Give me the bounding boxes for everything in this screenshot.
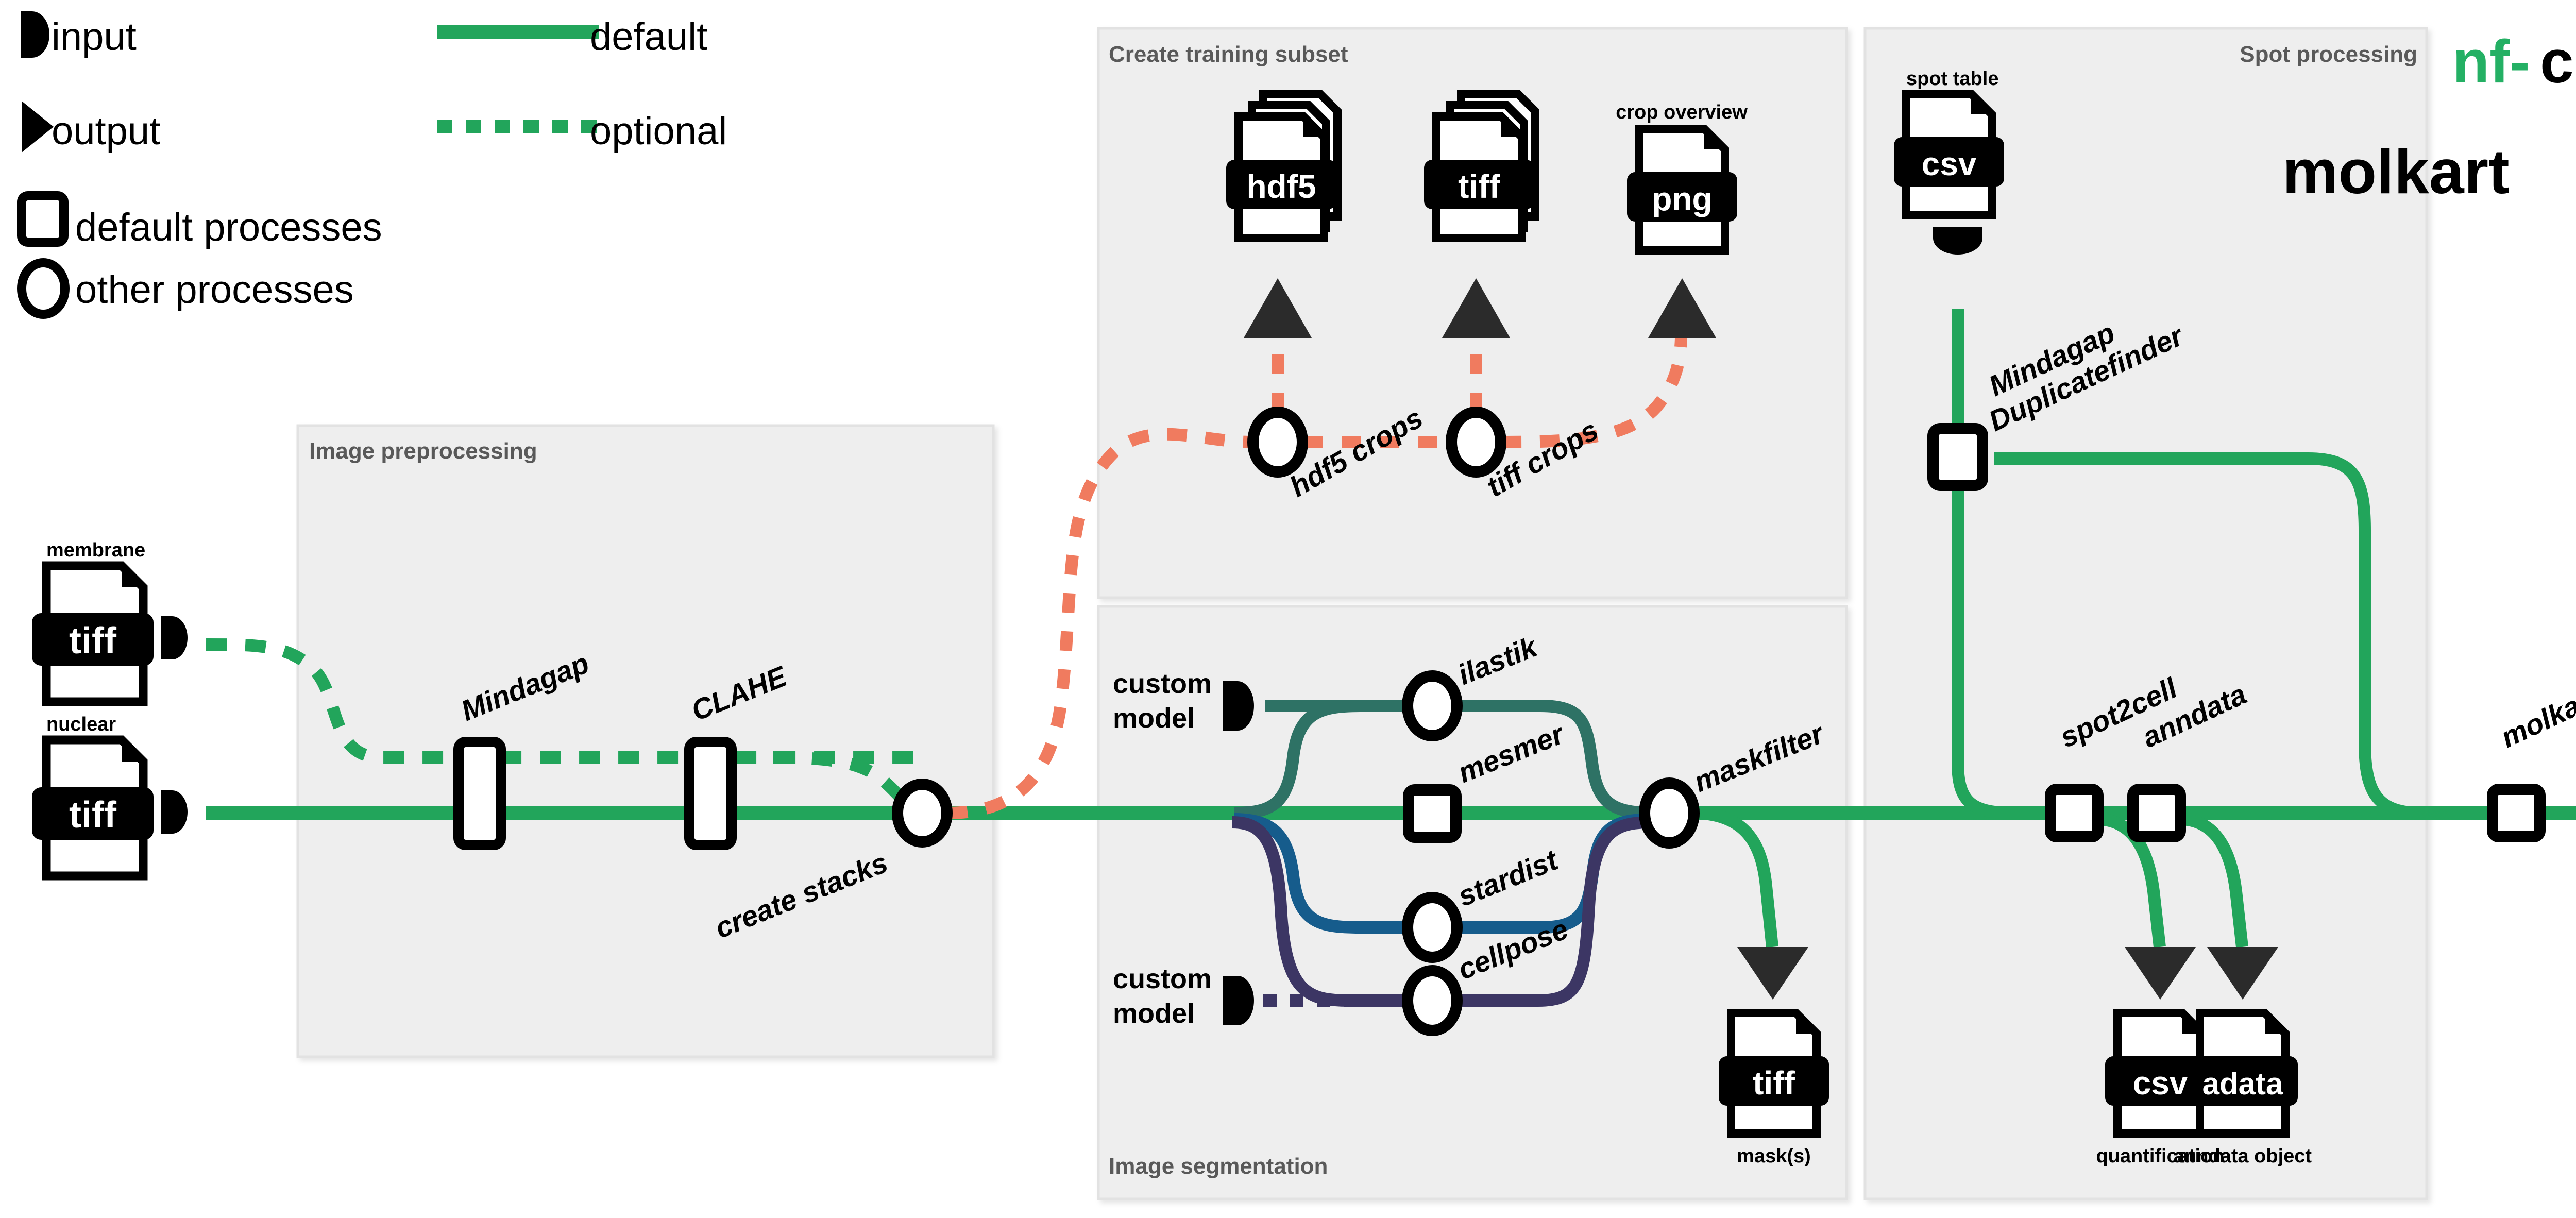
- output-file-tiff-crops[interactable]: tiff: [1424, 90, 1539, 242]
- file-ext-hdf5: hdf5: [1246, 168, 1316, 205]
- panel-image-preprocessing: [296, 424, 995, 1058]
- legend-label-optional-line: optional: [590, 109, 727, 153]
- output-arrow-anndata-object: [2207, 947, 2278, 1000]
- input-cap-nuclear: [161, 790, 188, 834]
- output-label-masks: mask(s): [1737, 1145, 1811, 1167]
- output-label-quantification: quantification: [2096, 1145, 2224, 1167]
- logo-text-nf: nf-: [2452, 28, 2530, 96]
- output-file-masks[interactable]: tiff mask(s): [1719, 1009, 1829, 1167]
- output-arrow-quantification: [2125, 947, 2196, 1000]
- input-label-custom-model-ilastik-line2: model: [1113, 703, 1195, 734]
- input-label-custom-model-cellpose-line1: custom: [1113, 963, 1212, 994]
- panel-title-spot-processing: Spot processing: [2240, 42, 2417, 67]
- process-clahe[interactable]: CLAHE: [684, 659, 792, 850]
- input-file-membrane[interactable]: membrane tiff: [32, 539, 188, 706]
- edge-stardist-branch: [1233, 813, 1406, 934]
- logo-text-molkart: molkart: [2282, 137, 2510, 207]
- legend: input output default processes other pro…: [17, 11, 727, 319]
- output-label-crop-overview: crop overview: [1616, 102, 1748, 123]
- process-mindagap[interactable]: Mindagap: [453, 647, 594, 850]
- file-ext-membrane: tiff: [69, 620, 117, 662]
- input-file-nuclear[interactable]: nuclear tiff: [32, 714, 188, 881]
- file-ext-tiff-crops: tiff: [1458, 168, 1500, 205]
- input-custom-model-cellpose[interactable]: custom model: [1113, 963, 1254, 1029]
- process-label-cellpose: cellpose: [1453, 912, 1572, 986]
- edge-duplicatefinder-down-to-spine: [1952, 459, 2071, 819]
- panel-title-create-training-subset: Create training subset: [1109, 42, 1348, 67]
- process-hdf5-crops[interactable]: hdf5 crops: [1247, 401, 1428, 503]
- input-file-spot-table[interactable]: spot table csv: [1894, 68, 2004, 255]
- output-label-anndata-object: anndata object: [2174, 1145, 2312, 1167]
- file-ext-nuclear: tiff: [69, 794, 117, 836]
- edge-cellpose-to-maskfilter: [1458, 816, 1652, 1007]
- file-ext-masks: tiff: [1753, 1064, 1795, 1102]
- process-ilastik[interactable]: ilastik: [1402, 630, 1543, 741]
- process-tiff-crops[interactable]: tiff crops: [1446, 407, 1604, 503]
- output-file-crop-overview[interactable]: crop overview png: [1616, 102, 1748, 255]
- input-label-membrane: membrane: [46, 539, 145, 561]
- legend-label-output: output: [52, 109, 160, 153]
- process-label-mindagap: Mindagap: [456, 647, 594, 727]
- edge-tiffcrops-to-cropoverview-optional: [1501, 309, 1688, 448]
- edge-createstacks-to-crops-optional: [947, 428, 1252, 819]
- process-molkartqc[interactable]: molkartqc: [2487, 666, 2576, 842]
- file-icon-tiff-membrane: tiff: [32, 561, 154, 706]
- output-arrow-tiff-crops: [1442, 278, 1510, 338]
- panel-title-image-preprocessing: Image preprocessing: [309, 438, 537, 464]
- input-cap-spot-table: [1933, 227, 1982, 255]
- edge-clahe-to-createstacks-optional: [772, 751, 911, 808]
- output-file-hdf5-crops[interactable]: hdf5: [1226, 90, 1342, 242]
- edge-spot2cell-to-quantification: [2098, 813, 2166, 948]
- legend-label-default-processes: default processes: [75, 206, 382, 249]
- edge-ilastik-to-maskfilter: [1458, 700, 1654, 819]
- legend-label-input: input: [52, 15, 137, 59]
- process-create-stacks[interactable]: create stacks: [710, 779, 953, 944]
- circle-process-icon: [17, 258, 70, 319]
- input-cap-membrane: [161, 616, 188, 659]
- input-cap-custom-model-ilastik: [1227, 681, 1254, 731]
- legend-label-other-processes: other processes: [75, 268, 354, 312]
- file-ext-anndata-object: adata: [2202, 1067, 2283, 1101]
- output-triangle-icon: [22, 101, 54, 153]
- output-file-anndata-object[interactable]: adata anndata object: [2174, 1009, 2312, 1167]
- process-label-clahe: CLAHE: [687, 659, 792, 727]
- file-ext-quantification: csv: [2133, 1064, 2188, 1102]
- logo-text-core: core/: [2540, 28, 2576, 96]
- input-label-custom-model-ilastik-line1: custom: [1113, 668, 1212, 699]
- process-label-molkartqc: molkartqc: [2496, 666, 2576, 754]
- output-arrow-crop-overview: [1648, 278, 1716, 338]
- input-label-custom-model-cellpose-line2: model: [1113, 998, 1195, 1029]
- process-label-create-stacks: create stacks: [710, 846, 892, 944]
- square-process-icon: [17, 191, 69, 247]
- input-label-spot-table: spot table: [1906, 68, 1998, 90]
- input-cap-custom-model-cellpose: [1227, 976, 1254, 1025]
- process-label-stardist: stardist: [1453, 843, 1563, 912]
- edge-membrane-optional: [206, 638, 917, 764]
- input-label-nuclear: nuclear: [46, 714, 116, 735]
- panel-title-image-segmentation: Image segmentation: [1109, 1154, 1328, 1179]
- edge-anndata-to-anndataobject: [2181, 813, 2248, 948]
- input-custom-model-ilastik[interactable]: custom model: [1113, 668, 1254, 734]
- logo-nf-core-molkart[interactable]: nf- core/ mk molka: [2282, 10, 2576, 207]
- output-arrow-masks: [1737, 947, 1808, 1000]
- legend-label-default-line: default: [590, 15, 707, 59]
- process-maskfilter[interactable]: maskfilter: [1639, 716, 1829, 849]
- edge-duplicatefinder-right-branch: [1994, 452, 2422, 819]
- file-icon-tiff-nuclear: tiff: [32, 735, 154, 881]
- output-arrow-hdf5: [1244, 278, 1312, 338]
- file-ext-spot-table: csv: [1922, 145, 1977, 182]
- process-label-mesmer: mesmer: [1453, 717, 1570, 789]
- process-label-maskfilter: maskfilter: [1689, 716, 1829, 798]
- process-label-ilastik: ilastik: [1453, 630, 1543, 691]
- file-ext-png: png: [1652, 180, 1712, 217]
- edge-maskfilter-to-masks: [1692, 807, 1778, 948]
- input-cap-icon: [21, 11, 49, 58]
- process-mindagap-duplicatefinder[interactable]: Mindagap Duplicatefinder: [1927, 316, 2189, 491]
